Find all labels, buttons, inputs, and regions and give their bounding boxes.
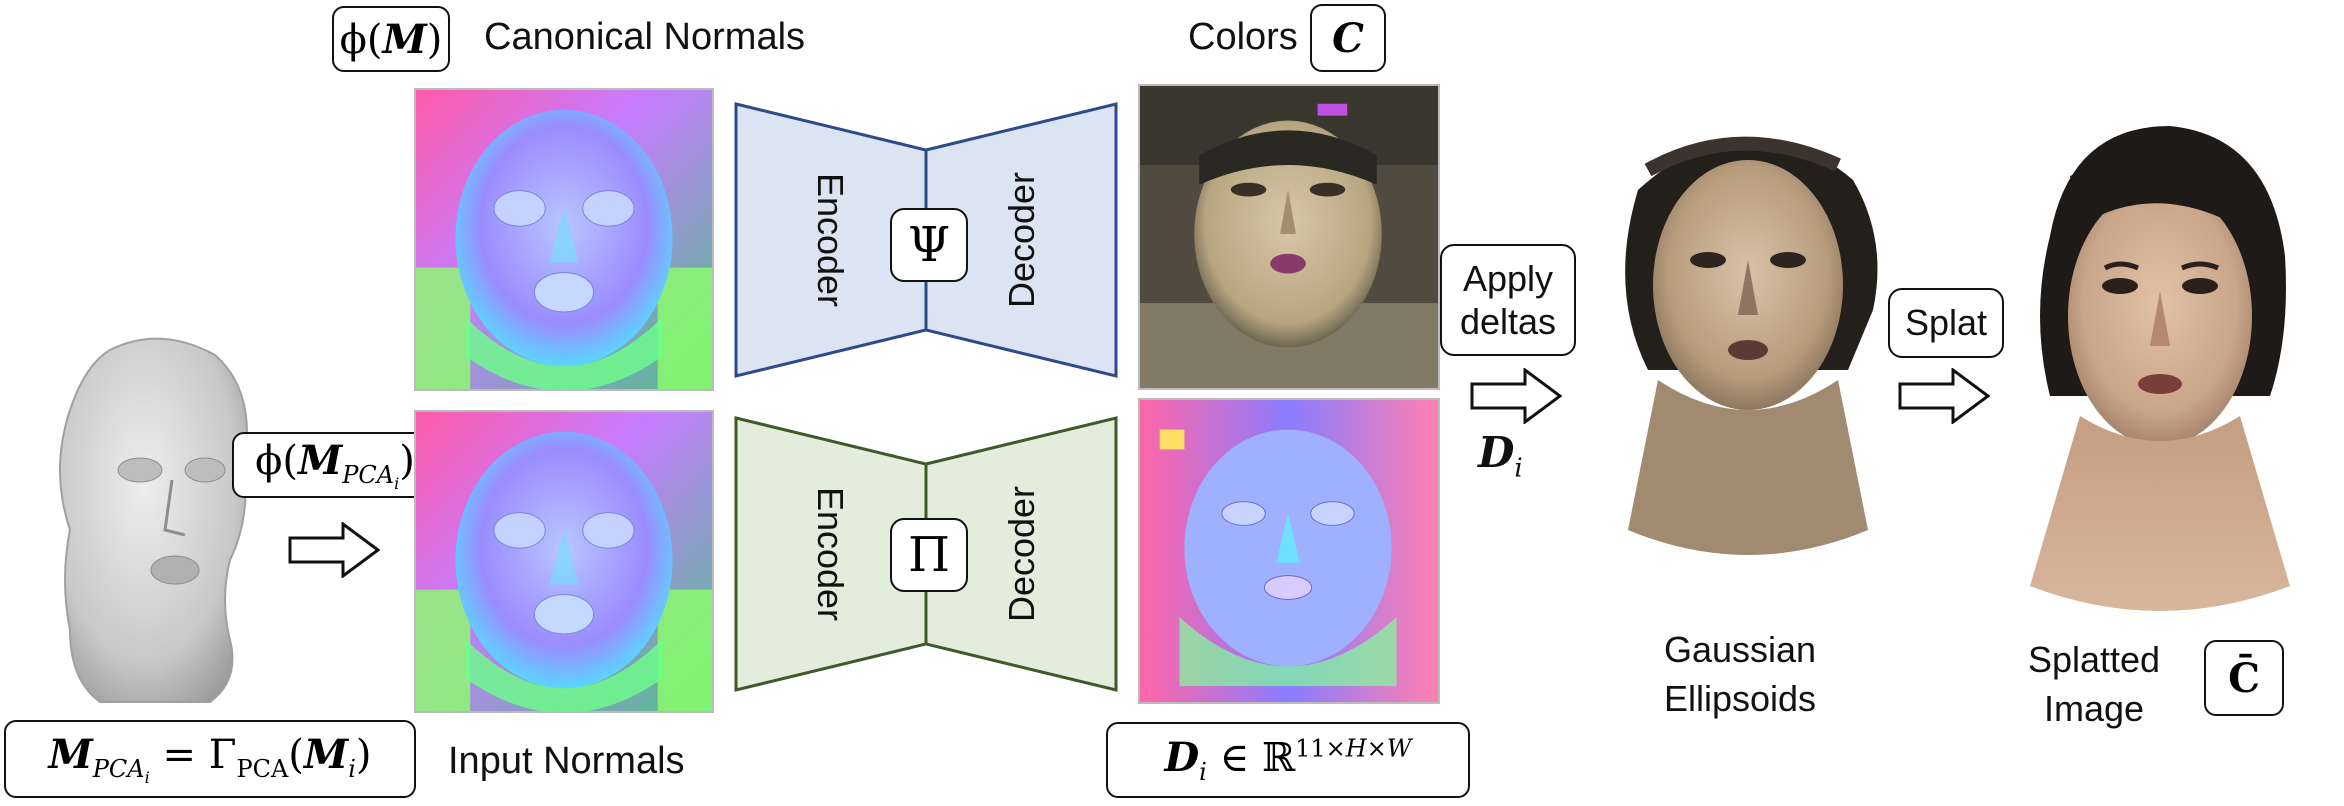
gaussian-ellipsoids-caption: Gaussian Ellipsoids bbox=[1630, 626, 1850, 723]
psi-decoder-label: Decoder bbox=[1001, 172, 1042, 308]
gaussian-line1: Gaussian bbox=[1663, 629, 1817, 670]
input-normals-label: Input Normals bbox=[448, 740, 685, 782]
d-definition-box: Di ∈ ℝ11×H×W bbox=[1106, 722, 1470, 798]
arrow-right-icon bbox=[288, 522, 380, 578]
pi-symbol-box: Π bbox=[890, 518, 968, 592]
input-mesh-image bbox=[59, 337, 248, 703]
pi-encoder-label: Encoder bbox=[810, 487, 851, 621]
mpca-definition-box: MPCAi = ΓPCA(Mi) bbox=[4, 720, 416, 798]
apply-deltas-line1: Apply bbox=[1462, 257, 1554, 299]
psi-encoder-label: Encoder bbox=[810, 173, 851, 307]
splat-box: Splat bbox=[1888, 288, 2004, 358]
splatted-image bbox=[2030, 126, 2290, 611]
gaussian-ellipsoids-image bbox=[1625, 136, 1878, 555]
colors-label: Colors bbox=[1188, 16, 1298, 58]
input-normals-image bbox=[414, 410, 714, 713]
apply-deltas-line2: deltas bbox=[1459, 301, 1557, 342]
gaussian-line2: Ellipsoids bbox=[1663, 677, 1817, 719]
c-box: C bbox=[1310, 4, 1386, 72]
splat-label: Splat bbox=[1904, 302, 1988, 344]
apply-deltas-box: Apply deltas bbox=[1440, 244, 1576, 356]
arrow-right-icon bbox=[1898, 368, 1990, 424]
psi-symbol-box: Ψ bbox=[890, 208, 968, 282]
pi-decoder-label: Decoder bbox=[1001, 486, 1042, 622]
splatted-image-caption: Splatted Image bbox=[2014, 636, 2174, 733]
arrow-right-icon bbox=[1470, 368, 1562, 424]
splatted-line1: Splatted bbox=[2027, 639, 2161, 680]
c-bar-box: C̄ bbox=[2204, 640, 2284, 716]
phi-m-box: ϕ(M) bbox=[332, 6, 450, 72]
splatted-line2: Image bbox=[2043, 687, 2145, 729]
phi-mpca-box: ϕ(MPCAi) bbox=[232, 432, 438, 498]
d-i-symbol: Di bbox=[1478, 428, 1523, 484]
canonical-normals-image bbox=[414, 88, 714, 391]
pi-network: Encoder Decoder bbox=[734, 416, 1118, 692]
colors-image bbox=[1138, 84, 1440, 390]
deltas-image bbox=[1138, 398, 1440, 704]
psi-network: Encoder Decoder bbox=[734, 102, 1118, 378]
canonical-normals-label: Canonical Normals bbox=[484, 16, 806, 58]
